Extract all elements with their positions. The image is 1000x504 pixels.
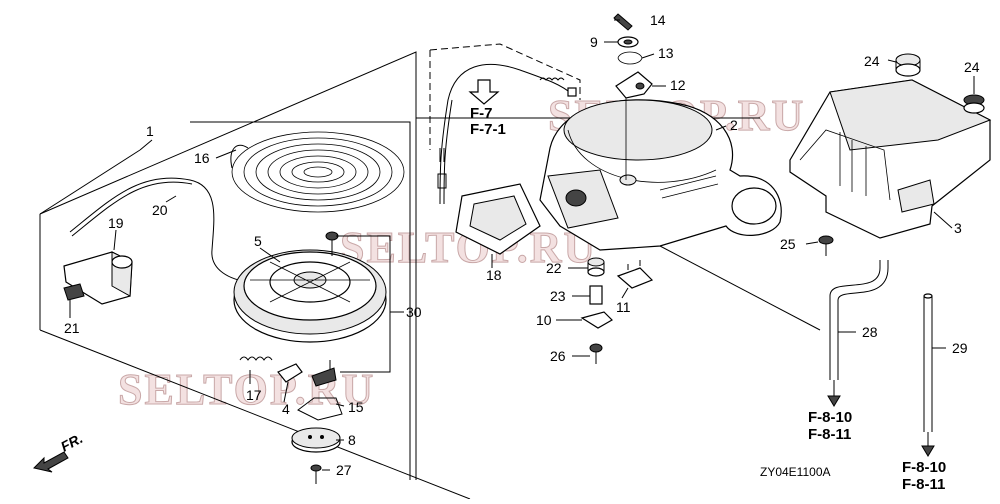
label-16: 16 <box>194 150 210 166</box>
label-26: 26 <box>550 348 566 364</box>
label-21: 21 <box>64 320 80 336</box>
grommet-a <box>895 53 921 77</box>
label-20: 20 <box>152 202 168 218</box>
label-12: 12 <box>670 77 686 93</box>
label-13: 13 <box>658 45 674 61</box>
ref-mid-a: F-8-10 <box>808 409 852 426</box>
tube-28 <box>829 260 889 380</box>
label-28: 28 <box>862 324 878 340</box>
reference-arrow-cable <box>468 79 500 105</box>
label-15: 15 <box>348 399 364 415</box>
label-30: 30 <box>406 304 422 320</box>
starter-cover <box>539 99 782 251</box>
flange-bolt <box>818 235 834 256</box>
label-4: 4 <box>282 401 290 417</box>
label-23: 23 <box>550 288 566 304</box>
label-24b: 24 <box>964 59 980 75</box>
pin <box>613 13 633 31</box>
recoil-spring <box>230 131 405 213</box>
ref-right-a: F-8-10 <box>902 459 946 476</box>
label-5: 5 <box>254 233 262 249</box>
label-9: 9 <box>590 34 598 50</box>
friction-spring <box>297 397 343 421</box>
leader-lines <box>69 19 975 471</box>
screw <box>310 464 322 484</box>
handle-insert <box>63 283 85 301</box>
starter-rope <box>69 177 251 283</box>
starter-reel <box>233 249 387 343</box>
label-25: 25 <box>780 236 796 252</box>
lever <box>580 311 613 329</box>
cable-grommet <box>455 183 541 255</box>
label-18: 18 <box>486 267 502 283</box>
ratchet <box>277 363 303 383</box>
label-17: 17 <box>246 387 262 403</box>
label-14: 14 <box>650 12 666 28</box>
label-1: 1 <box>146 123 154 139</box>
label-27: 27 <box>336 462 352 478</box>
engine-cover <box>789 79 992 239</box>
watermark-bottom-left: SELTOP.RU <box>118 365 375 414</box>
label-19: 19 <box>108 215 124 231</box>
label-3: 3 <box>954 220 962 236</box>
bolt-26 <box>589 343 603 364</box>
washer <box>617 36 639 48</box>
arm <box>615 71 653 99</box>
friction-plate <box>291 427 341 453</box>
clip <box>617 51 643 65</box>
label-8: 8 <box>348 432 356 448</box>
spacer <box>589 285 603 305</box>
link <box>616 267 654 289</box>
label-29: 29 <box>952 340 968 356</box>
front-label: FR. <box>58 430 85 455</box>
reference-arrow-mid <box>827 395 841 407</box>
drawing-code: ZY04E1100A <box>760 465 831 479</box>
label-11: 11 <box>616 299 631 315</box>
ref-mid-b: F-8-11 <box>808 426 851 443</box>
tube-29 <box>923 296 933 432</box>
collar <box>587 257 605 277</box>
label-10: 10 <box>536 312 552 328</box>
cable-dashed-frame <box>429 43 581 150</box>
grommet-b <box>963 94 985 114</box>
ratchet-spring <box>239 356 273 361</box>
label-22: 22 <box>546 260 562 276</box>
label-24a: 24 <box>864 53 880 69</box>
front-direction-indicator: FR. <box>33 430 85 473</box>
ref-right-b: F-8-11 <box>902 476 945 493</box>
reel-bolt <box>325 231 339 256</box>
ratchet-pawl <box>311 367 337 387</box>
label-2: 2 <box>730 117 738 133</box>
ref-top-b: F-7-1 <box>470 121 506 138</box>
ref-top-a: F-7 <box>470 105 493 122</box>
reference-arrow-right <box>921 445 935 457</box>
